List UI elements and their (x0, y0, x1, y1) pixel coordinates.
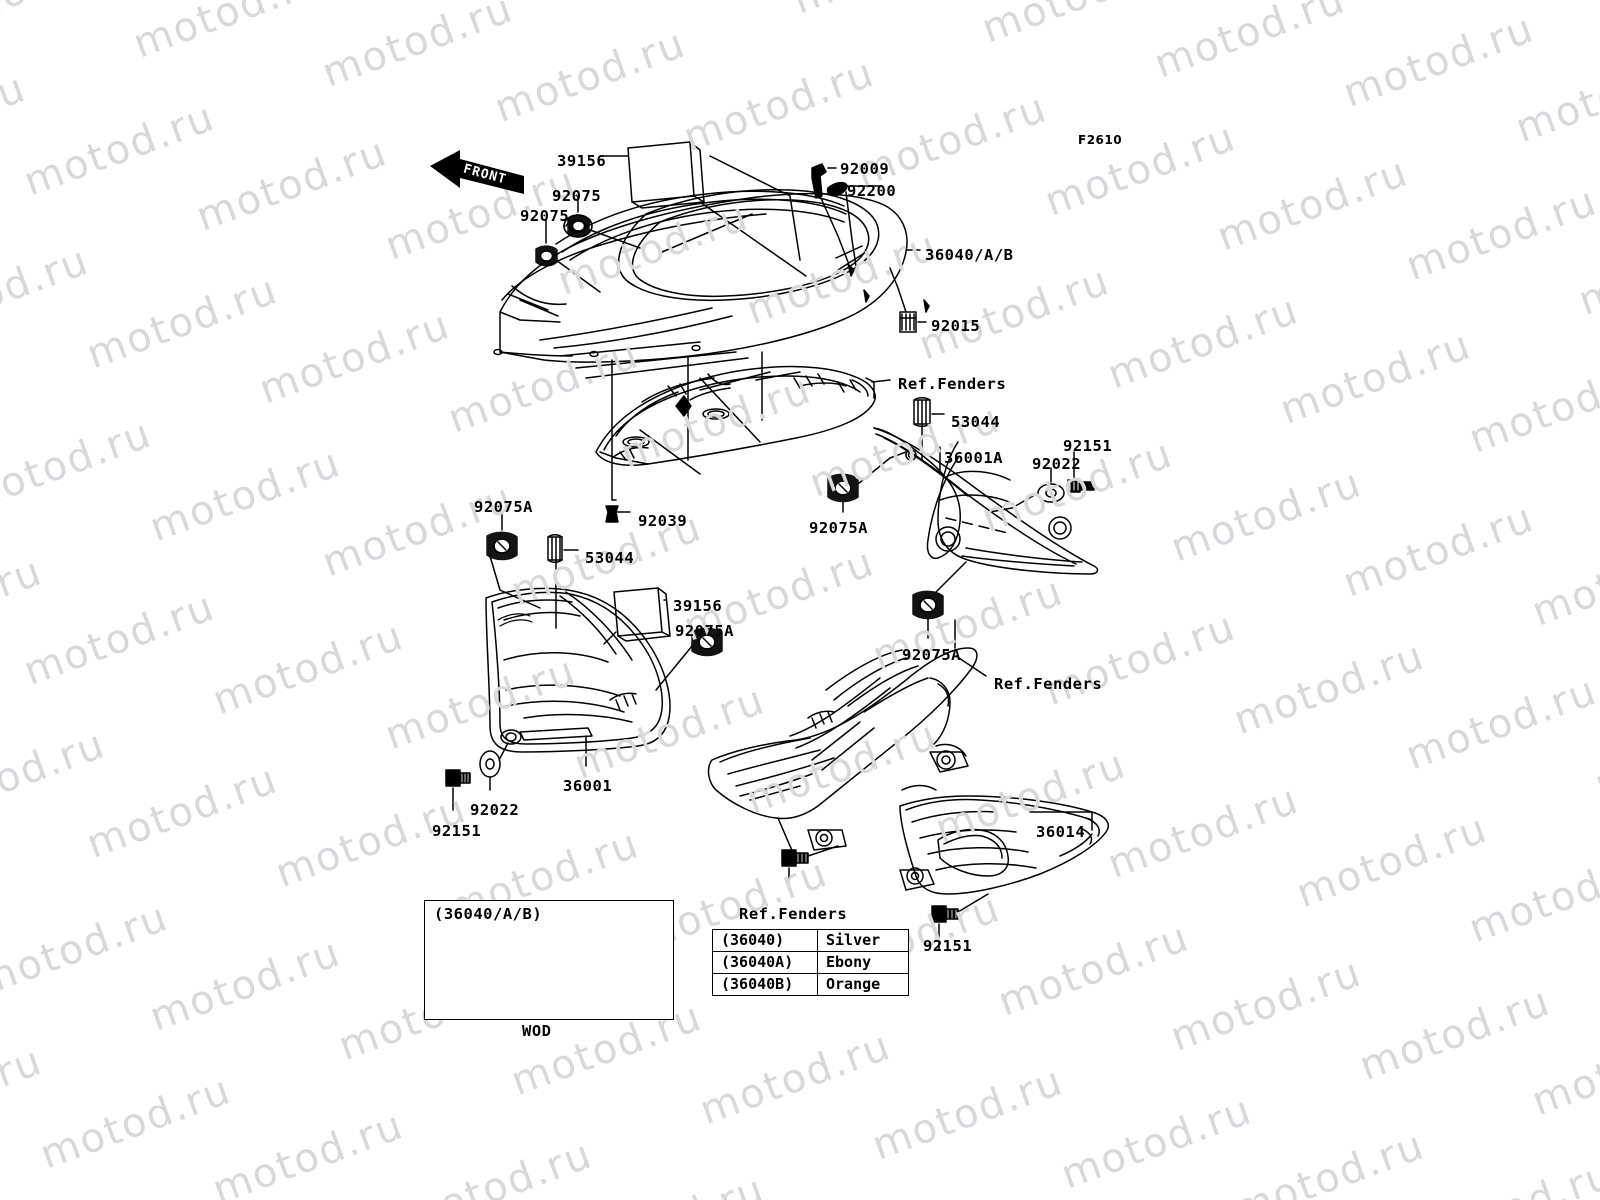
table-row: (36040B) Orange (712, 973, 909, 996)
leader-reffender-2 (955, 655, 987, 677)
part-39156-emblem-top (627, 141, 705, 209)
leader-92075-2b (555, 259, 601, 293)
leader-92075A-left-b (489, 555, 541, 609)
leader-92075-1b (589, 229, 641, 249)
leader-92151-bottom-b (957, 893, 989, 913)
part-ref-fender-middle (595, 365, 876, 466)
leader-92009-down (819, 195, 849, 263)
leader-reffender-1 (871, 379, 891, 383)
part-39156-emblem-low (613, 587, 671, 642)
leader-92075A-low-b (935, 561, 967, 593)
part-92009-screw (811, 163, 827, 199)
part-number-label: 92075A (902, 646, 961, 664)
leader-92075A-low2-b (655, 645, 693, 691)
part-92075A-grommet-low (912, 590, 944, 620)
leader-92075A-mid-b (857, 451, 907, 485)
inset-box-36040 (424, 900, 674, 1020)
part-number-label: 92022 (1032, 455, 1082, 473)
leader-92022-left-b (498, 742, 509, 761)
part-92075A-grommet-low2 (691, 627, 723, 657)
part-92151-bolt-bottom (931, 905, 959, 923)
part-number-label: Ref.Fenders (898, 375, 1007, 393)
legend-table-body: (36040) Silver (36040A) Ebony (36040B) O… (712, 929, 909, 996)
part-number-label: 39156 (673, 597, 723, 615)
part-92075-grommet-2 (535, 245, 558, 267)
part-number-label: 92151 (1063, 437, 1113, 455)
legend-color-name: Orange (817, 973, 909, 996)
leader-fender-diag1 (699, 377, 761, 443)
part-36001A-right-cover (873, 427, 1099, 575)
leader-39156-low-b (603, 631, 617, 645)
leader-92015-up (889, 267, 907, 313)
part-number-label: 92009 (840, 160, 890, 178)
leader-39156-cowl (709, 155, 801, 261)
color-legend-table: (36040) Silver (36040A) Ebony (36040B) O… (712, 929, 909, 996)
part-ref-fender-bottom (707, 647, 978, 863)
part-92075A-grommet-mid (827, 473, 859, 503)
part-number-label: 92075 (520, 207, 570, 225)
part-36001-left-cover (485, 587, 671, 753)
part-92022-washer-left (479, 750, 501, 778)
table-row: (36040) Silver (712, 929, 909, 952)
part-number-label: 92200 (847, 182, 897, 200)
leader-bolt-reffender-bottom-b (807, 845, 839, 857)
part-number-label: 92039 (638, 512, 688, 530)
part-number-label: 36040/A/B (925, 246, 1014, 264)
part-number-label: 92075 (552, 187, 602, 205)
part-number-label: 92015 (931, 317, 981, 335)
diagram-code: F2610 (1078, 133, 1123, 147)
leader-fender-diag2 (639, 429, 701, 475)
part-92151-bolt-right (1067, 479, 1095, 493)
part-number-label: Ref.Fenders (739, 905, 848, 923)
part-number-label: 92075A (474, 498, 533, 516)
part-number-label: 92151 (432, 822, 482, 840)
legend-code: (36040B) (712, 973, 818, 996)
part-92075-grommet-1 (563, 214, 593, 238)
part-number-label: 92151 (923, 937, 973, 955)
part-number-label: 92075A (809, 519, 868, 537)
part-92200-washer (826, 181, 848, 197)
part-number-label: 92022 (470, 801, 520, 819)
part-number-label: 39156 (557, 152, 607, 170)
part-53044-right (913, 397, 931, 427)
leader-36014 (1029, 811, 1093, 831)
part-92075A-grommet-left (486, 531, 518, 561)
part-number-label: 36001A (944, 449, 1003, 467)
part-number-label: 53044 (951, 413, 1001, 431)
legend-code: (36040A) (712, 951, 818, 974)
legend-color-name: Ebony (817, 951, 909, 974)
part-number-label: 92075A (675, 622, 734, 640)
inset-title: (36040/A/B) (434, 905, 543, 923)
part-53044-left (547, 534, 563, 563)
inset-caption: WOD (522, 1022, 552, 1040)
part-92015-clip (899, 311, 917, 333)
legend-code: (36040) (712, 929, 818, 952)
part-number-label: Ref.Fenders (994, 675, 1103, 693)
front-direction-marker: FRONT (430, 150, 524, 194)
part-92039-rivet (605, 505, 619, 523)
table-row: (36040A) Ebony (712, 951, 909, 974)
part-number-label: 36001 (563, 777, 613, 795)
leader-92200-down (845, 191, 857, 267)
part-bolt-reffender-bottom (781, 849, 809, 867)
part-number-label: 36014 (1036, 823, 1086, 841)
leader-92022-right-b (989, 492, 1039, 513)
part-number-label: 53044 (585, 549, 635, 567)
part-92151-bolt-left (445, 769, 471, 787)
legend-color-name: Silver (817, 929, 909, 952)
